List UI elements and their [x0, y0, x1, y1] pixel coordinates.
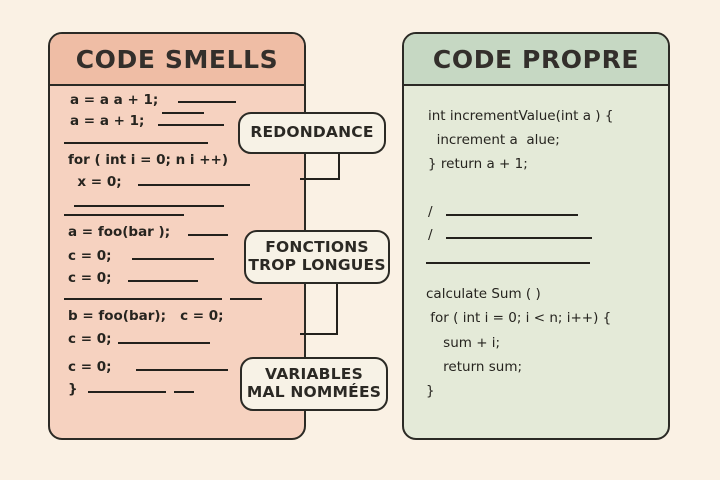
code-line: a = foo(bar );	[68, 224, 171, 240]
callout-fonctions-label-line2: TROP LONGUES	[248, 256, 386, 274]
code-line: /	[428, 204, 433, 220]
panel-code-smells-header: CODE SMELLS	[50, 34, 304, 86]
callout-variables-mal-nommees[interactable]: VARIABLES MAL NOMMÉES	[240, 357, 388, 411]
callout-redondance[interactable]: REDONDANCE	[238, 112, 386, 154]
redaction-stroke	[178, 101, 236, 103]
panel-code-propre-header: CODE PROPRE	[404, 34, 668, 86]
code-line: a = a + 1;	[70, 113, 145, 129]
callout-variables-label-line1: VARIABLES	[265, 365, 363, 384]
connector-line	[336, 284, 338, 334]
code-line: for ( int i = 0; n i ++)	[68, 152, 229, 168]
redaction-stroke	[188, 234, 228, 236]
redaction-stroke	[162, 112, 204, 114]
panel-code-propre-title: CODE PROPRE	[432, 44, 640, 74]
redaction-stroke	[446, 237, 592, 239]
connector-line	[300, 178, 340, 180]
connector-line	[300, 333, 338, 335]
redaction-stroke	[158, 124, 224, 126]
redaction-stroke	[74, 205, 224, 207]
redaction-stroke	[174, 391, 194, 393]
redaction-stroke	[64, 298, 222, 300]
redaction-stroke	[64, 142, 208, 144]
redaction-stroke	[64, 214, 184, 216]
panel-code-propre: CODE PROPRE int incrementValue(int a ) {…	[402, 32, 670, 440]
code-line: increment a alue;	[428, 132, 560, 148]
redaction-stroke	[132, 258, 214, 260]
code-line: b = foo(bar); c = 0;	[68, 308, 224, 324]
code-line: calculate Sum ( )	[426, 286, 541, 302]
code-line: c = 0;	[68, 359, 112, 375]
callout-fonctions-label-line1: FONCTIONS	[265, 238, 369, 257]
code-line: int incrementValue(int a ) {	[428, 108, 614, 124]
code-line: for ( int i = 0; i < n; i++) {	[426, 310, 612, 326]
code-line: /	[428, 227, 433, 243]
redaction-stroke	[88, 391, 166, 393]
redaction-stroke	[426, 262, 590, 264]
redaction-stroke	[138, 184, 250, 186]
code-line: return sum;	[426, 359, 523, 375]
code-line: c = 0;	[68, 248, 112, 264]
code-line: c = 0;	[68, 270, 112, 286]
callout-redondance-label: REDONDANCE	[250, 123, 374, 142]
panel-code-smells-title: CODE SMELLS	[75, 44, 279, 74]
code-line: c = 0;	[68, 331, 112, 347]
redaction-stroke	[136, 369, 228, 371]
code-line: }	[426, 383, 435, 399]
code-line: a = a a + 1;	[70, 92, 159, 108]
redaction-stroke	[446, 214, 578, 216]
callout-variables-label-line2: MAL NOMMÉES	[246, 383, 382, 401]
connector-line	[338, 152, 340, 180]
callout-fonctions-trop-longues[interactable]: FONCTIONS TROP LONGUES	[244, 230, 390, 284]
redaction-stroke	[118, 342, 210, 344]
code-line: }	[68, 381, 78, 397]
redaction-stroke	[128, 280, 198, 282]
redaction-stroke	[230, 298, 262, 300]
code-line: sum + i;	[426, 335, 501, 351]
panel-code-smells-body: a = a a + 1; a = a + 1; for ( int i = 0;…	[50, 86, 304, 438]
code-line: x = 0;	[68, 174, 122, 190]
panel-code-propre-body: int incrementValue(int a ) { increment a…	[404, 86, 668, 438]
code-line: } return a + 1;	[428, 156, 528, 172]
